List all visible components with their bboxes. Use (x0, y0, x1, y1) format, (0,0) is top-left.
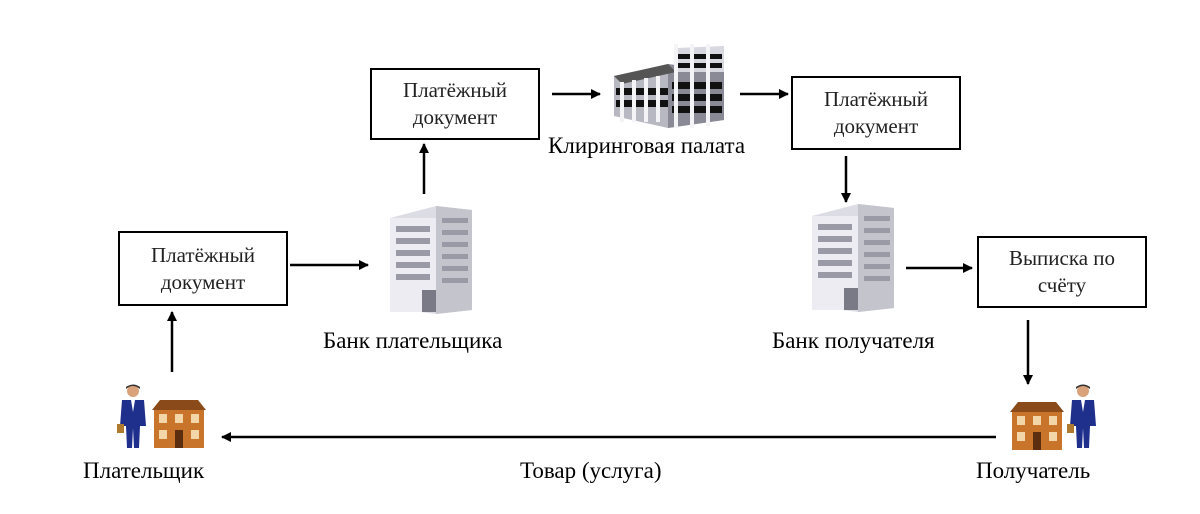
house-icon (152, 400, 206, 448)
box-line: счёту (1037, 273, 1087, 297)
payer-label: Плательщик (83, 458, 205, 483)
office-building-icon (390, 206, 472, 314)
box-line: документ (833, 114, 919, 138)
clearing-payment-document-box: Платёжный документ (791, 76, 961, 150)
businessman-icon (117, 384, 146, 448)
box-line: Платёжный (402, 78, 507, 102)
columned-building-icon (614, 44, 724, 128)
box-line: Платёжный (823, 87, 928, 111)
box-line: Выписка по (1008, 246, 1116, 270)
box-line: документ (412, 105, 498, 129)
businessman-icon (1067, 384, 1096, 448)
goods-service-label: Товар (услуга) (520, 458, 662, 483)
payee-bank-label: Банк получателя (772, 328, 935, 353)
house-icon (1010, 402, 1064, 450)
payer-payment-document-box: Платёжный документ (118, 231, 288, 306)
box-line: Платёжный (150, 242, 255, 267)
bank-payment-document-box: Платёжный документ (370, 68, 540, 140)
account-statement-box: Выписка по счёту (977, 236, 1147, 308)
clearing-house-label: Клиринговая палата (548, 133, 746, 158)
office-building-icon (812, 204, 894, 312)
box-line: документ (160, 269, 246, 294)
payer-bank-label: Банк плательщика (323, 328, 503, 353)
payee-label: Получатель (976, 458, 1091, 483)
